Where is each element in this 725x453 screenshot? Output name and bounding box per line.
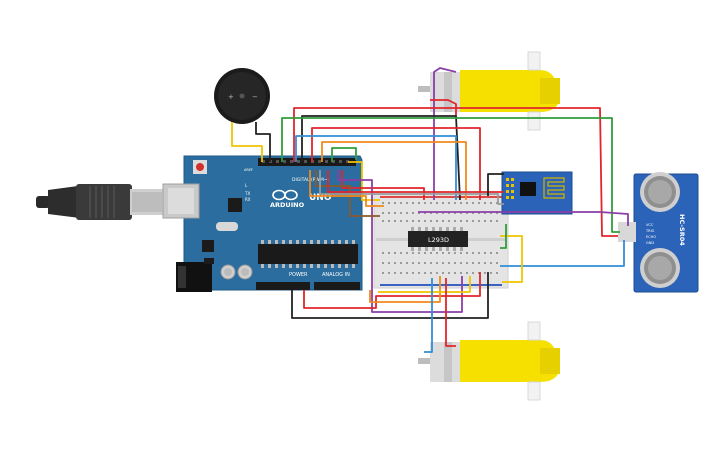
arduino-uno-board: ARDUINO UNO DIGITAL (PWM~) POWER ANALOG … bbox=[162, 155, 363, 292]
usb-cable-icon bbox=[36, 184, 164, 220]
power-label: POWER bbox=[289, 272, 308, 278]
wire-blue-motor bbox=[424, 278, 433, 353]
wire-yellow-bottom bbox=[378, 276, 471, 293]
analog-label: ANALOG IN bbox=[322, 272, 350, 278]
wire-black-arch bbox=[301, 115, 461, 201]
wire-gray-esp bbox=[319, 170, 504, 205]
wire-black-bottom bbox=[291, 272, 489, 319]
dc-motor-icon bbox=[418, 321, 560, 401]
l-label: L bbox=[245, 183, 248, 188]
sensor-pin-echo: ECHO bbox=[646, 235, 656, 239]
svg-text:−: − bbox=[252, 93, 258, 101]
wire-red-top bbox=[430, 99, 457, 116]
wire-green-short bbox=[331, 147, 357, 162]
wire-red-long bbox=[293, 107, 618, 237]
piezo-buzzer-icon: + − bbox=[214, 68, 270, 124]
aref-label: AREF bbox=[244, 168, 253, 172]
sensor-pin-vcc: VCC bbox=[646, 223, 654, 227]
wire-purple-header bbox=[337, 170, 463, 313]
wire-orange-top bbox=[321, 141, 467, 200]
wire-red-mid bbox=[311, 127, 481, 200]
wire-yellow-right bbox=[348, 161, 380, 201]
wire-orange-header bbox=[309, 170, 384, 207]
wires bbox=[231, 67, 629, 353]
wire-yellow-sensor bbox=[500, 235, 523, 283]
sensor-pin-trig: TRIG bbox=[645, 229, 655, 233]
wire-brown-header bbox=[315, 170, 380, 217]
wire-blue-top bbox=[295, 135, 457, 200]
sensor-name-label: HC-SR04 bbox=[678, 214, 686, 246]
sensor-pin-gnd: GND bbox=[646, 241, 654, 245]
wire-blue-sensor bbox=[500, 240, 625, 267]
wire-buzzer-yellow bbox=[231, 122, 263, 162]
wire-orange-bottom bbox=[369, 276, 441, 303]
ultrasonic-sensor-icon: HC-SR04 VCC TRIG ECHO GND bbox=[618, 172, 699, 293]
analog-header bbox=[314, 282, 360, 290]
rx-label: RX bbox=[245, 197, 251, 202]
board-model-label: UNO bbox=[309, 193, 332, 203]
wire-buzzer-black bbox=[255, 122, 271, 162]
wire-green-long bbox=[281, 117, 620, 233]
wire-purple-sensor bbox=[418, 211, 629, 226]
board-brand-label: ARDUINO bbox=[270, 201, 305, 209]
wire-green-sensor bbox=[500, 224, 507, 249]
esp8266-module-icon bbox=[501, 171, 573, 215]
l293d-label: L293D bbox=[428, 236, 449, 244]
wire-black-esp bbox=[487, 173, 504, 196]
wire-red-motor bbox=[445, 278, 456, 347]
wire-red-esp bbox=[327, 170, 504, 193]
dc-motor-icon bbox=[418, 51, 560, 131]
arduino-logo-icon bbox=[272, 189, 298, 201]
l293d-chip: L293D bbox=[408, 227, 468, 251]
svg-text:+: + bbox=[228, 93, 234, 101]
power-header bbox=[256, 282, 310, 290]
tx-label: TX bbox=[244, 191, 250, 196]
